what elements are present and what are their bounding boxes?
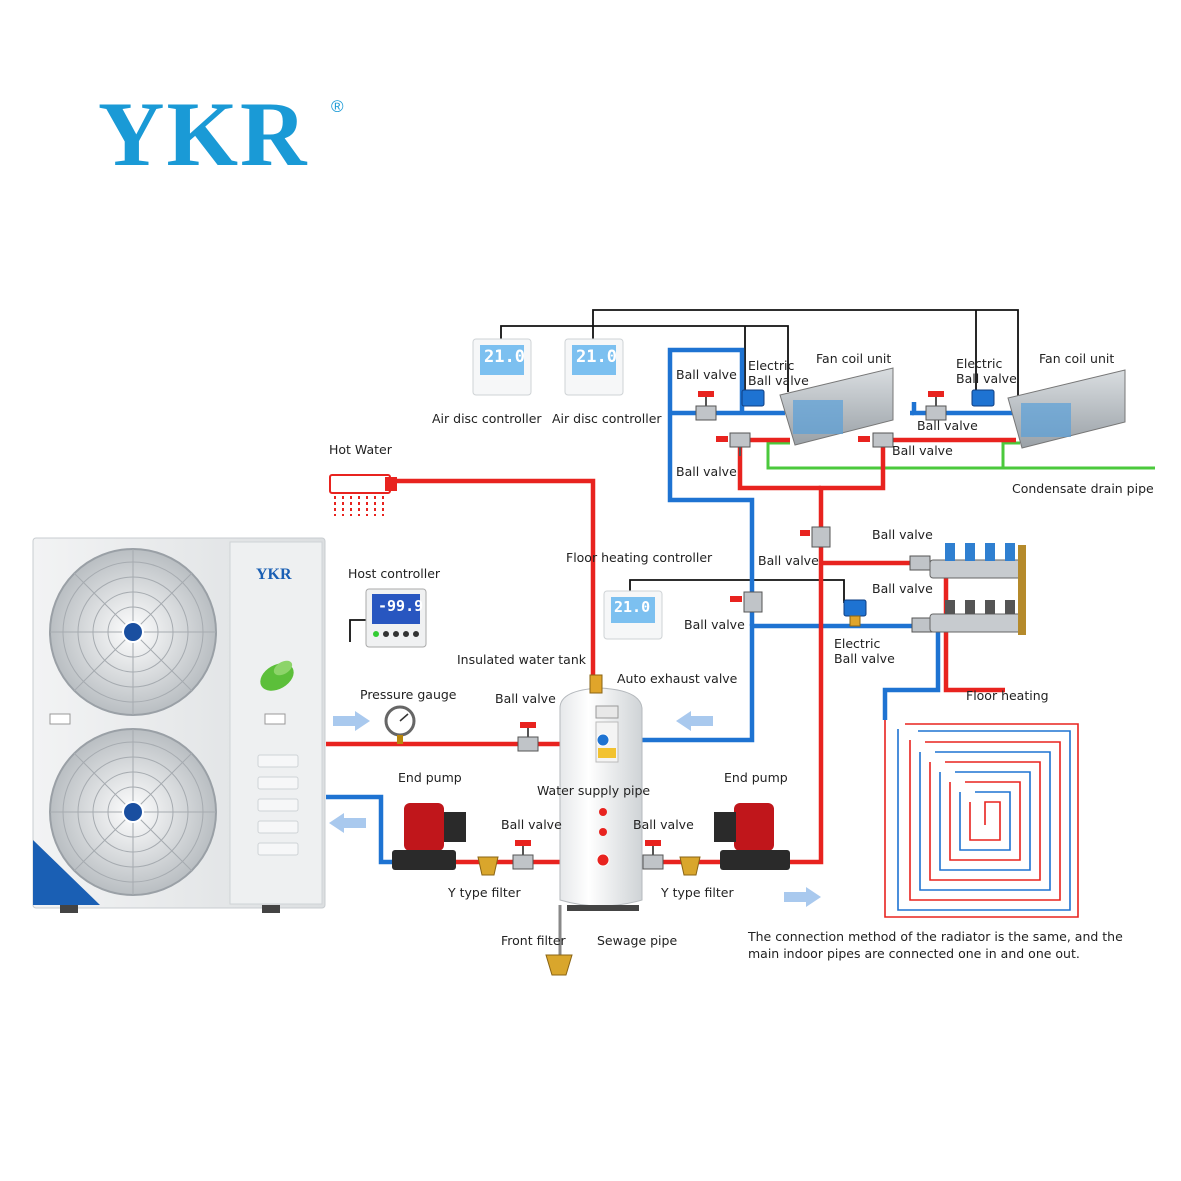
floor-coil-icon [884, 720, 1079, 918]
thermostat-2-display: 21.0 [576, 347, 617, 367]
label-end-pump-left: End pump [398, 770, 462, 785]
thermostat-icon [564, 338, 624, 396]
label-condensate-drain-pipe: Condensate drain pipe [1012, 481, 1154, 496]
label-ball-valve-return: Ball valve [684, 617, 745, 632]
label-water-supply-pipe: Water supply pipe [537, 783, 651, 798]
label-auto-exhaust-valve: Auto exhaust valve [617, 671, 738, 686]
front-filter-icon [545, 905, 573, 976]
flow-arrow-icon [329, 711, 821, 907]
fan-coil-unit-1 [779, 367, 894, 446]
label-air-disc-controller-2: Air disc controller [552, 411, 662, 426]
cold-pipes [326, 347, 1013, 865]
thermostat-icon [472, 338, 532, 396]
label-electric-ball-valve-3: Electric Ball valve [834, 636, 895, 666]
pump-icon [392, 803, 499, 876]
label-fan-coil-unit-1: Fan coil unit [816, 351, 892, 366]
host-display: -99.9 [378, 597, 424, 615]
leaf-icon [260, 660, 294, 691]
label-insulated-water-tank: Insulated water tank [457, 652, 586, 667]
fan-icon [49, 728, 217, 896]
label-host-controller: Host controller [348, 566, 441, 581]
registered-mark: ® [331, 97, 344, 116]
label-electric-ball-valve-1: Electric Ball valve [748, 358, 809, 388]
label-air-disc-controller-1: Air disc controller [432, 411, 542, 426]
unit-label-sticker [33, 840, 100, 905]
fan-coil-unit-2 [1007, 369, 1126, 449]
heat-pump-unit [32, 537, 326, 913]
label-floor-heating: Floor heating [966, 688, 1049, 703]
thermostat-icon [603, 590, 663, 640]
brand-logo: YKR [98, 83, 309, 185]
thermostat-floor-display: 21.0 [614, 598, 651, 616]
label-ball-valve-left-pump: Ball valve [501, 817, 562, 832]
unit-badge: YKR [256, 566, 292, 583]
fan-icon [49, 548, 217, 716]
label-electric-ball-valve-2: Electric Ball valve [956, 356, 1017, 386]
label-sewage-pipe: Sewage pipe [597, 933, 678, 948]
manifold-icon [929, 543, 1026, 635]
pressure-gauge-icon [384, 705, 416, 744]
label-pressure-gauge: Pressure gauge [360, 687, 457, 702]
label-floor-heating-controller: Floor heating controller [566, 550, 713, 565]
label-ball-valve-supply: Ball valve [495, 691, 556, 706]
label-ball-valve-right-pump: Ball valve [633, 817, 694, 832]
label-ball-valve-left-low: Ball valve [676, 464, 737, 479]
thermostat-1-display: 21.0 [484, 347, 525, 367]
signal-wires [349, 309, 1019, 642]
host-controller-icon [365, 588, 427, 648]
shower-head-icon [329, 474, 397, 516]
label-front-filter: Front filter [501, 933, 566, 948]
label-ball-valve-manifold-bottom: Ball valve [872, 581, 933, 596]
valve-icon [512, 391, 947, 870]
label-y-filter-right: Y type filter [661, 885, 734, 900]
label-ball-valve-fcu-out: Ball valve [917, 418, 978, 433]
label-hot-water: Hot Water [329, 442, 392, 457]
insulated-water-tank [559, 674, 643, 911]
label-end-pump-right: End pump [724, 770, 788, 785]
connection-note: The connection method of the radiator is… [748, 929, 1123, 961]
label-y-filter-left: Y type filter [448, 885, 521, 900]
label-fan-coil-unit-2: Fan coil unit [1039, 351, 1115, 366]
electric-valve-icon [741, 389, 995, 627]
hot-pipes [326, 437, 1016, 865]
label-ball-valve-top: Ball valve [676, 367, 737, 382]
label-ball-valve-riser: Ball valve [758, 553, 819, 568]
pump-icon [679, 803, 790, 876]
label-ball-valve-fcu-mid: Ball valve [892, 443, 953, 458]
label-ball-valve-manifold-top: Ball valve [872, 527, 933, 542]
condensate-drain-pipe [766, 441, 1155, 470]
